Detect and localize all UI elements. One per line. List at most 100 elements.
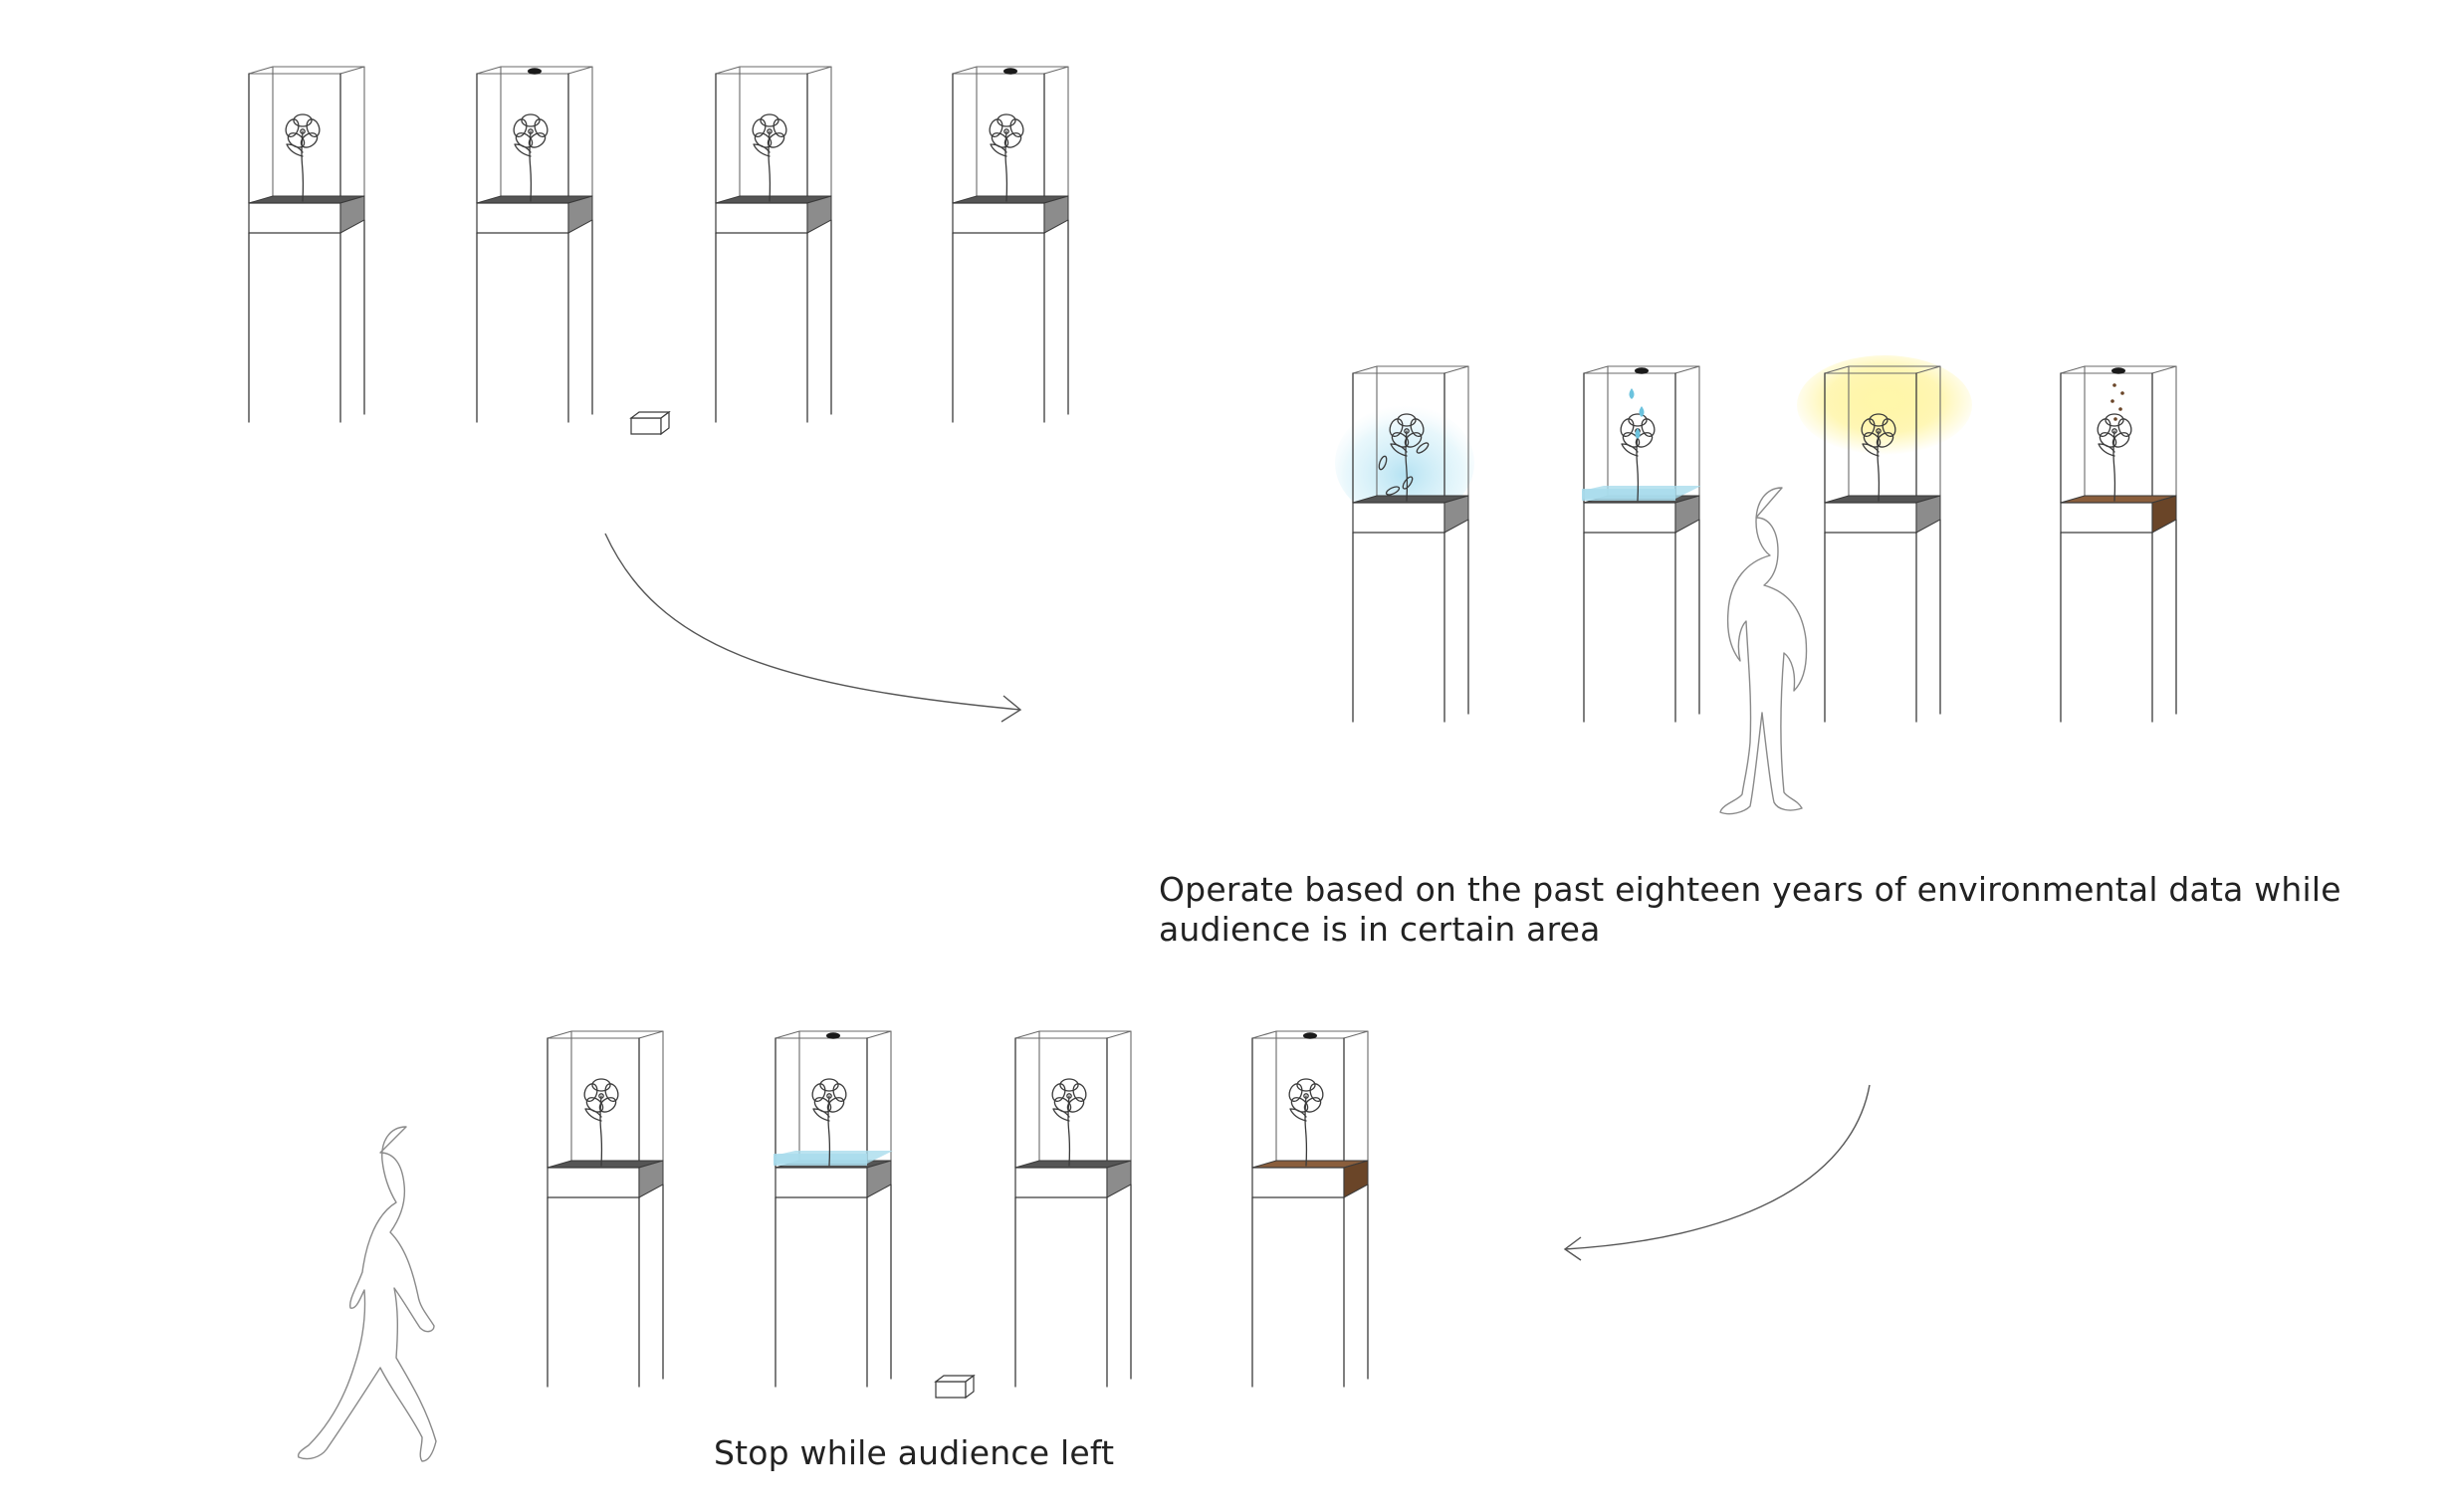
- tray-side: [2151, 495, 2177, 534]
- tray-side: [1674, 495, 1700, 534]
- glass-case: [476, 66, 593, 204]
- arrow-head-icon: [1563, 1236, 1582, 1261]
- flower-stem: [529, 130, 533, 202]
- glass-case: [547, 1030, 664, 1169]
- sensor-side: [965, 1374, 975, 1400]
- flower-petal: [293, 113, 313, 127]
- flower-icon: [1389, 413, 1425, 502]
- case-top-face: [1824, 365, 1941, 374]
- flower-petal: [997, 113, 1016, 127]
- flower-icon: [583, 1078, 619, 1167]
- tray-front: [1352, 502, 1445, 534]
- tray-side: [866, 1160, 892, 1198]
- glass-case: [1583, 365, 1700, 504]
- sun-glow-icon: [1797, 355, 1972, 455]
- flower-petal: [1066, 1097, 1085, 1113]
- flower-petal: [2105, 413, 2124, 427]
- tray-front: [2060, 502, 2153, 534]
- glass-case: [1014, 1030, 1132, 1169]
- soil-particle-icon: [2110, 399, 2114, 403]
- pedestal: [1251, 1030, 1369, 1388]
- stage-idle: [248, 66, 1069, 436]
- flower-icon: [2097, 413, 2132, 502]
- flower-center: [1404, 428, 1410, 434]
- flower-icon: [1861, 413, 1896, 502]
- flower-stem: [2112, 430, 2116, 502]
- flower-petal: [1628, 413, 1648, 427]
- flower-center: [2111, 428, 2117, 434]
- flower-petal: [1876, 432, 1894, 448]
- soil-particle-icon: [2118, 407, 2122, 411]
- case-top-face: [1014, 1030, 1132, 1039]
- flower-petal: [583, 1083, 598, 1103]
- tray-front: [1583, 502, 1676, 534]
- pedestal: [476, 66, 593, 423]
- tray-side: [806, 195, 832, 234]
- flow-arrows: [604, 533, 1871, 1261]
- flower-petal: [306, 118, 321, 138]
- flower-petal: [826, 1097, 845, 1113]
- flower-center: [528, 128, 534, 134]
- arrow-head-icon: [1000, 695, 1022, 723]
- flower-petal: [811, 1083, 826, 1103]
- flower-leaf: [753, 143, 771, 157]
- flower-petal: [1059, 1078, 1079, 1092]
- pedestal: [1335, 365, 1474, 723]
- flower-petal: [1003, 132, 1022, 148]
- tray-side: [1106, 1160, 1132, 1198]
- flower-petal: [832, 1083, 847, 1103]
- pedestal: [774, 1030, 893, 1388]
- flower-leaf: [2098, 443, 2115, 457]
- audience-figures: [297, 487, 1808, 1462]
- wind-leaf-icon: [1402, 476, 1414, 490]
- flower-stem: [768, 130, 772, 202]
- flower-leaf: [812, 1108, 830, 1122]
- flower-petal: [1309, 1083, 1324, 1103]
- flower-center: [767, 128, 773, 134]
- flower-stem: [1304, 1095, 1308, 1167]
- sprayer-nozzle-icon: [1303, 1032, 1317, 1039]
- pedestal: [248, 66, 365, 423]
- flower-petal: [752, 118, 767, 138]
- flower-petal: [1410, 418, 1425, 438]
- case-top-face: [547, 1030, 664, 1039]
- glass-case: [1824, 365, 1941, 504]
- flower-center: [598, 1093, 604, 1099]
- flower-petal: [1389, 418, 1404, 438]
- soil-particle-icon: [2113, 417, 2117, 421]
- soil-particle-icon: [2120, 391, 2124, 395]
- flower-icon: [1288, 1078, 1324, 1167]
- flower-petal: [534, 118, 549, 138]
- flower-petal: [1397, 413, 1417, 427]
- flower-petal: [1404, 432, 1423, 448]
- flower-icon: [285, 113, 321, 202]
- pedestal: [1582, 365, 1701, 723]
- flower-icon: [1051, 1078, 1087, 1167]
- pedestal: [547, 1030, 664, 1388]
- flower-petal: [1051, 1083, 1066, 1103]
- glass-case: [2060, 365, 2177, 504]
- flower-stem: [827, 1095, 831, 1167]
- flower-icon: [989, 113, 1024, 202]
- flower-petal: [513, 118, 528, 138]
- tray-side: [1343, 1160, 1369, 1198]
- glass-case: [952, 66, 1069, 204]
- flower-petal: [1882, 418, 1896, 438]
- person-silhouette-icon: [1719, 487, 1808, 815]
- flower-petal: [773, 118, 787, 138]
- flower-petal: [604, 1083, 619, 1103]
- flower-petal: [1288, 1083, 1303, 1103]
- flower-petal: [1641, 418, 1656, 438]
- flower-petal: [1009, 118, 1024, 138]
- flower-petal: [760, 113, 779, 127]
- tray-front: [1824, 502, 1917, 534]
- flower-stem: [1636, 430, 1640, 502]
- flower-leaf: [286, 143, 304, 157]
- wind-leaf-icon: [1416, 442, 1430, 454]
- flower-petal: [598, 1097, 617, 1113]
- flower-leaf: [514, 143, 532, 157]
- sensor-box-icon: [934, 1374, 976, 1400]
- flower-center: [1066, 1093, 1072, 1099]
- flower-leaf: [1390, 443, 1408, 457]
